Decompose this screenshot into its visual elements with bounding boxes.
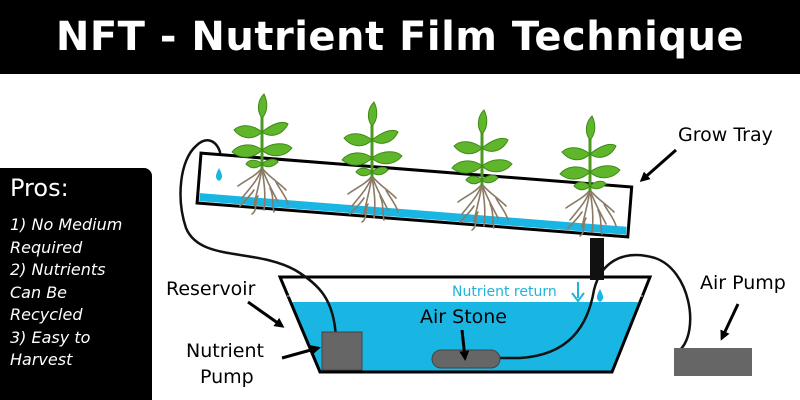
title-bar: NFT - Nutrient Film Technique <box>0 0 800 74</box>
pros-line: Harvest <box>10 350 73 369</box>
nutrient-return-label: Nutrient return <box>452 284 557 300</box>
nutrient-pump-label-line2: Pump <box>200 366 254 388</box>
air-stone <box>431 349 501 369</box>
air-stone-label: Air Stone <box>420 306 507 328</box>
pros-line: 3) Easy to <box>10 327 91 347</box>
pros-panel: Pros: 1) No Medium Required 2) Nutrients… <box>0 168 152 400</box>
nutrient-pump-label-line1: Nutrient <box>186 340 264 362</box>
grow-tray <box>195 151 634 239</box>
arrow-icon <box>720 303 740 341</box>
pros-title: Pros: <box>10 174 69 202</box>
nutrient-film <box>199 193 627 235</box>
reservoir-water <box>292 302 640 372</box>
air-tube <box>500 253 692 360</box>
arrow-icon <box>639 148 677 182</box>
nutrient-pump <box>321 331 363 371</box>
water-drop-icon <box>596 289 604 302</box>
air-pump <box>674 348 752 376</box>
water-drop-icon <box>215 168 223 181</box>
pros-line: Required <box>10 237 83 257</box>
arrow-icon <box>281 345 321 360</box>
arrow-icon <box>459 329 470 361</box>
reservoir-outline <box>277 275 653 374</box>
pros-line: Recycled <box>10 305 83 324</box>
arrow-icon <box>571 282 585 303</box>
pros-line: 2) Nutrients <box>10 260 106 279</box>
pros-line: 1) No Medium <box>10 215 123 234</box>
page-title: NFT - Nutrient Film Technique <box>55 14 745 60</box>
pros-line: Can Be <box>10 282 68 302</box>
air-pump-label: Air Pump <box>700 272 786 294</box>
feed-tube <box>179 139 338 339</box>
return-drain-pipe <box>590 238 604 280</box>
reservoir-label: Reservoir <box>166 278 256 300</box>
arrow-icon <box>247 300 285 328</box>
grow-tray-body <box>195 151 634 239</box>
grow-tray-label: Grow Tray <box>678 124 773 146</box>
reservoir <box>277 275 653 374</box>
